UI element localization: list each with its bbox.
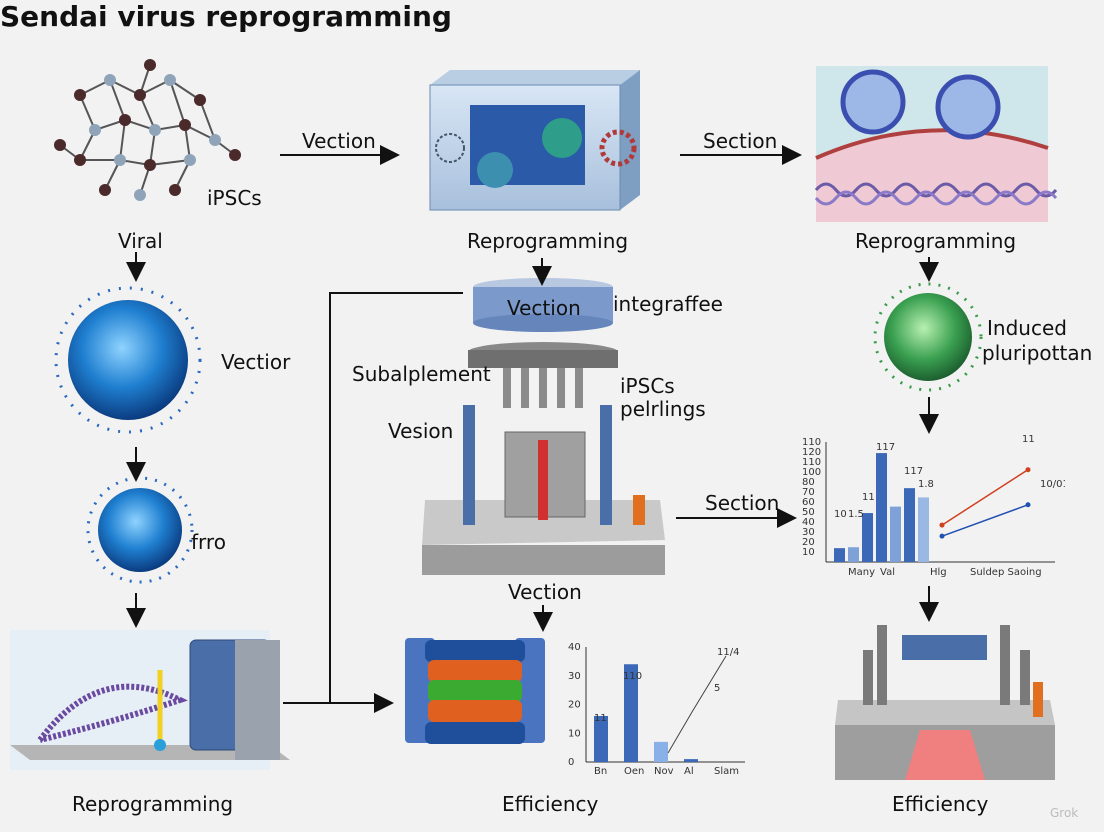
- line-series: [941, 469, 1029, 526]
- bar: [624, 664, 638, 762]
- line-series: [941, 504, 1029, 537]
- label-pelrlings: pelrlings: [620, 397, 706, 421]
- x-tick-label: Al: [684, 766, 694, 777]
- bar: [684, 759, 698, 762]
- label-reprogramming-bottom: Reprogramming: [72, 792, 234, 816]
- reprogramming-chamber-icon: [429, 70, 640, 211]
- y-tick-label: 10: [802, 547, 815, 558]
- green-virus-icon: [873, 282, 983, 392]
- label-integraffee: integraffee: [613, 292, 723, 316]
- label-vection-arrow: Vection: [302, 129, 376, 153]
- y-tick-label: 30: [568, 671, 581, 682]
- line-label: 10/01: [1040, 479, 1065, 490]
- x-tick-label: Many: [848, 567, 875, 578]
- vection-cylinder-icon: [473, 278, 613, 332]
- bar: [594, 716, 608, 762]
- x-tick-label: Bn: [594, 766, 607, 777]
- y-tick-label: 60: [802, 497, 815, 508]
- label-vectior: Vectior: [221, 350, 291, 374]
- blue-virus-large-icon: [54, 286, 202, 434]
- y-tick-label: 100: [802, 467, 821, 478]
- line-point: [1025, 502, 1031, 508]
- y-tick-label: 80: [802, 477, 815, 488]
- molecule-network-icon: [54, 59, 241, 201]
- label-vection-box: Vection: [507, 296, 581, 320]
- bar: [862, 513, 873, 562]
- bar-label: 11: [862, 492, 875, 503]
- x-tick-label: Slam: [714, 766, 739, 777]
- label-efficiency-mid: Efficiency: [502, 792, 599, 816]
- bar: [834, 548, 845, 562]
- label-ipscs-mid: iPSCs: [620, 374, 675, 398]
- bar: [904, 488, 915, 562]
- y-tick-label: 70: [802, 487, 815, 498]
- y-tick-label: 0: [568, 757, 574, 768]
- label-reprogramming-top-right: Reprogramming: [855, 229, 1017, 253]
- label-efficiency-right: Efficiency: [892, 792, 989, 816]
- label-section-arrow-mid: Section: [705, 491, 780, 515]
- efficiency-platform-icon: [835, 625, 1055, 780]
- x-tick-label: Val: [880, 567, 895, 578]
- bar: [848, 547, 859, 562]
- y-tick-label: 10: [568, 728, 581, 739]
- bar-label: 1.5: [848, 509, 864, 520]
- label-vection-bottom: Vection: [508, 580, 582, 604]
- bar-label: 117: [904, 466, 923, 477]
- label-pluripottan: pluripottan: [982, 341, 1093, 365]
- reprogramming-device-icon: [10, 630, 290, 770]
- line-point: [939, 533, 945, 539]
- line-label: 5: [714, 683, 720, 694]
- reprogramming-machine-icon: [422, 342, 665, 575]
- label-vesion: Vesion: [388, 419, 454, 443]
- bar: [890, 506, 901, 562]
- blue-virus-small-icon: [86, 476, 194, 584]
- efficiency-coil-icon: [405, 638, 545, 744]
- y-tick-label: 20: [568, 700, 581, 711]
- bar-label: 110: [623, 671, 642, 682]
- line-label: 11: [1022, 434, 1035, 445]
- label-ipscs-top: iPSCs: [207, 186, 262, 210]
- bar: [876, 453, 887, 562]
- bar: [654, 741, 668, 762]
- bar: [918, 497, 929, 562]
- label-induced: Induced: [987, 316, 1067, 340]
- x-tick-label: Suldep Saoing: [970, 567, 1042, 578]
- line-series: [667, 655, 727, 754]
- x-tick-label: Hlg: [930, 567, 947, 578]
- x-tick-label: Nov: [654, 766, 674, 777]
- x-tick-label: Oen: [624, 766, 644, 777]
- y-tick-label: 110: [802, 457, 821, 468]
- line-point: [939, 522, 945, 528]
- y-tick-label: 50: [802, 507, 815, 518]
- line-point: [1025, 467, 1031, 473]
- y-tick-label: 20: [802, 537, 815, 548]
- bar-label: 10: [834, 509, 847, 520]
- y-tick-label: 40: [802, 517, 815, 528]
- bar-label: 117: [876, 442, 895, 453]
- watermark: Grok: [1050, 806, 1079, 820]
- label-viral: Viral: [118, 229, 163, 253]
- bar-label: 11: [594, 713, 607, 724]
- label-section-arrow-top: Section: [703, 129, 778, 153]
- bar-label: 1.8: [918, 479, 934, 490]
- label-reprogramming-top-mid: Reprogramming: [467, 229, 629, 253]
- y-tick-label: 40: [568, 642, 581, 653]
- label-frro: frro: [191, 530, 226, 554]
- flow-arrows: [126, 145, 939, 713]
- y-tick-label: 120: [802, 447, 821, 458]
- cell-membrane-icon: [814, 66, 1058, 222]
- label-subalplement: Subalplement: [352, 362, 491, 386]
- page-title: Sendai virus reprogramming: [0, 0, 452, 33]
- line-label: 11/4: [717, 647, 739, 658]
- y-tick-label: 110: [802, 437, 821, 448]
- y-tick-label: 30: [802, 527, 815, 538]
